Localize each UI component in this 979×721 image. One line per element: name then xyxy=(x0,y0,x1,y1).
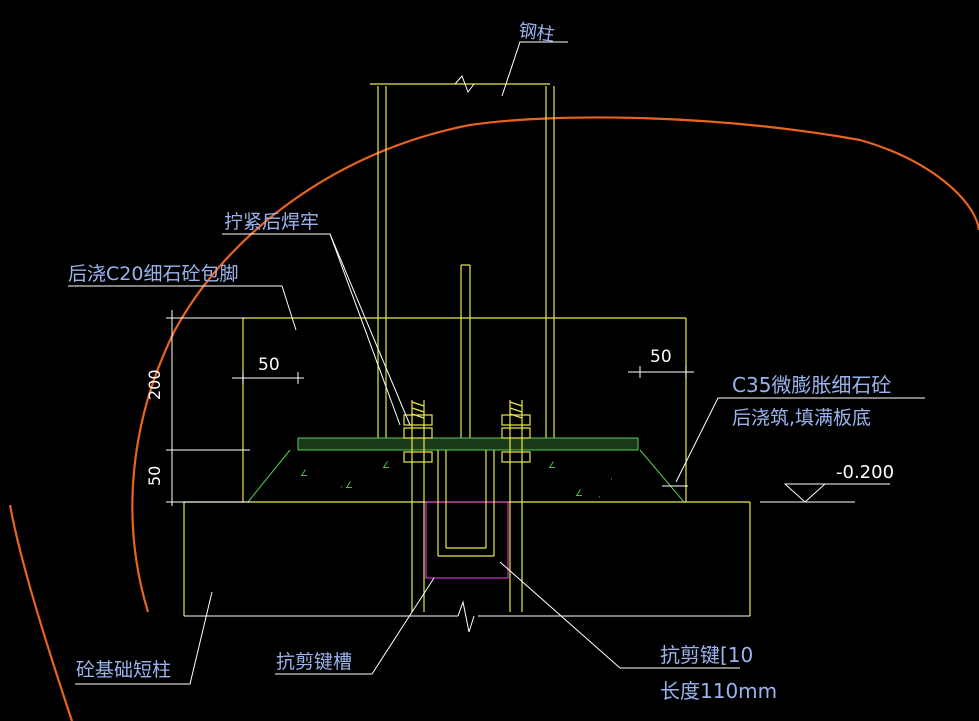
svg-text:∠: ∠ xyxy=(345,481,353,491)
dim-200: 200 xyxy=(145,369,164,400)
label-c20-grout: 后浇C20细石砼包脚 xyxy=(68,263,238,285)
grout-encasement xyxy=(242,317,687,502)
svg-text:·: · xyxy=(610,475,613,485)
break-symbol-top xyxy=(454,75,475,94)
label-shear-key-line1: 抗剪键[10 xyxy=(660,643,753,667)
dim-50-right: 50 xyxy=(650,347,672,367)
steel-column xyxy=(370,83,555,438)
svg-text:·: · xyxy=(340,483,343,493)
label-tighten-weld: 拧紧后焊牢 xyxy=(224,211,319,233)
svg-text:∠: ∠ xyxy=(548,461,556,471)
grout-hatch-marks: ∠·∠ ∠∠· ∠· xyxy=(300,461,613,503)
elevation-marker xyxy=(760,483,890,503)
label-elevation: -0.200 xyxy=(836,462,894,483)
anchor-bolt-right xyxy=(501,400,531,612)
c35-grout-fill xyxy=(246,449,686,503)
shear-key-channel xyxy=(437,450,495,557)
dim-50-left: 50 xyxy=(258,355,280,375)
label-shear-key-line2: 长度110mm xyxy=(660,679,777,703)
markup-circle xyxy=(8,116,979,721)
svg-text:·: · xyxy=(598,493,601,503)
dimension-lines xyxy=(166,310,694,506)
label-shear-key-groove: 抗剪键槽 xyxy=(276,651,352,673)
label-c35-grout-line1: C35微膨胀细石砼 xyxy=(732,373,891,397)
label-c35-grout-line2: 后浇筑,填满板底 xyxy=(732,407,871,429)
label-concrete-pier: 砼基础短柱 xyxy=(76,659,171,681)
leader-lines xyxy=(68,41,925,685)
svg-text:∠: ∠ xyxy=(300,469,308,479)
concrete-pier xyxy=(183,501,751,633)
base-plate xyxy=(297,437,639,451)
anchor-bolt-left xyxy=(403,400,433,612)
svg-text:∠: ∠ xyxy=(575,489,583,499)
shear-key-groove xyxy=(425,501,509,579)
dim-50-vertical: 50 xyxy=(145,466,164,486)
label-steel-column: 钢柱 xyxy=(517,20,556,46)
svg-text:∠: ∠ xyxy=(382,461,390,471)
